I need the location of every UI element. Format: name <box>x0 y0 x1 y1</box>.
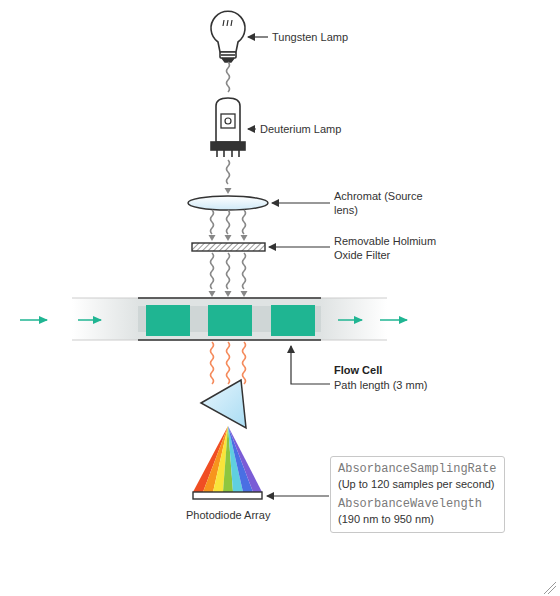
light-wave <box>243 342 246 384</box>
part-label: Removable Holmium Oxide Filter <box>334 234 456 262</box>
light-wave <box>243 253 246 289</box>
property-name: AbsorbanceSamplingRate <box>338 462 496 477</box>
property-box: AbsorbanceSamplingRate(Up to 120 samples… <box>330 456 505 533</box>
part-label: Achromat (Source lens) <box>334 189 429 217</box>
prism <box>201 380 246 428</box>
leader-line <box>269 246 330 247</box>
property-name: AbsorbanceWavelength <box>338 497 496 512</box>
holmium-filter <box>192 243 265 251</box>
wave-head <box>225 235 232 241</box>
light-wave <box>227 62 230 92</box>
light-wave <box>211 210 214 234</box>
corner-mark <box>544 582 556 594</box>
part-label: Deuterium Lamp <box>260 122 341 136</box>
dimension-label: Path length (3 mm) <box>334 378 428 392</box>
part-label: Tungsten Lamp <box>272 30 348 44</box>
light-wave <box>227 342 230 384</box>
light-wave <box>227 210 230 234</box>
leader-line <box>272 202 330 203</box>
leader-line <box>291 346 330 384</box>
wave-head <box>209 235 216 241</box>
leader-line <box>248 36 268 37</box>
light-wave <box>211 342 214 384</box>
light-wave <box>227 160 230 184</box>
light-wave <box>227 253 230 289</box>
wave-head <box>225 188 232 194</box>
leader-line <box>248 128 256 129</box>
flow-cell <box>20 298 407 340</box>
achromat-lens <box>188 196 268 210</box>
wave-head <box>241 235 248 241</box>
tungsten-lamp <box>211 11 245 62</box>
light-wave <box>243 210 246 234</box>
property-range: (Up to 120 samples per second) <box>338 477 496 491</box>
property-range: (190 nm to 950 nm) <box>338 512 496 526</box>
leader-line <box>267 495 329 496</box>
wave-head <box>209 291 216 297</box>
photodiode-array <box>193 492 262 499</box>
light-wave <box>211 253 214 289</box>
part-label: Flow Cell <box>334 363 382 377</box>
part-label: Photodiode Array <box>186 508 270 522</box>
deuterium-lamp <box>211 98 245 157</box>
spectrum-fan <box>193 426 262 492</box>
wave-head <box>225 291 232 297</box>
wave-head <box>241 291 248 297</box>
